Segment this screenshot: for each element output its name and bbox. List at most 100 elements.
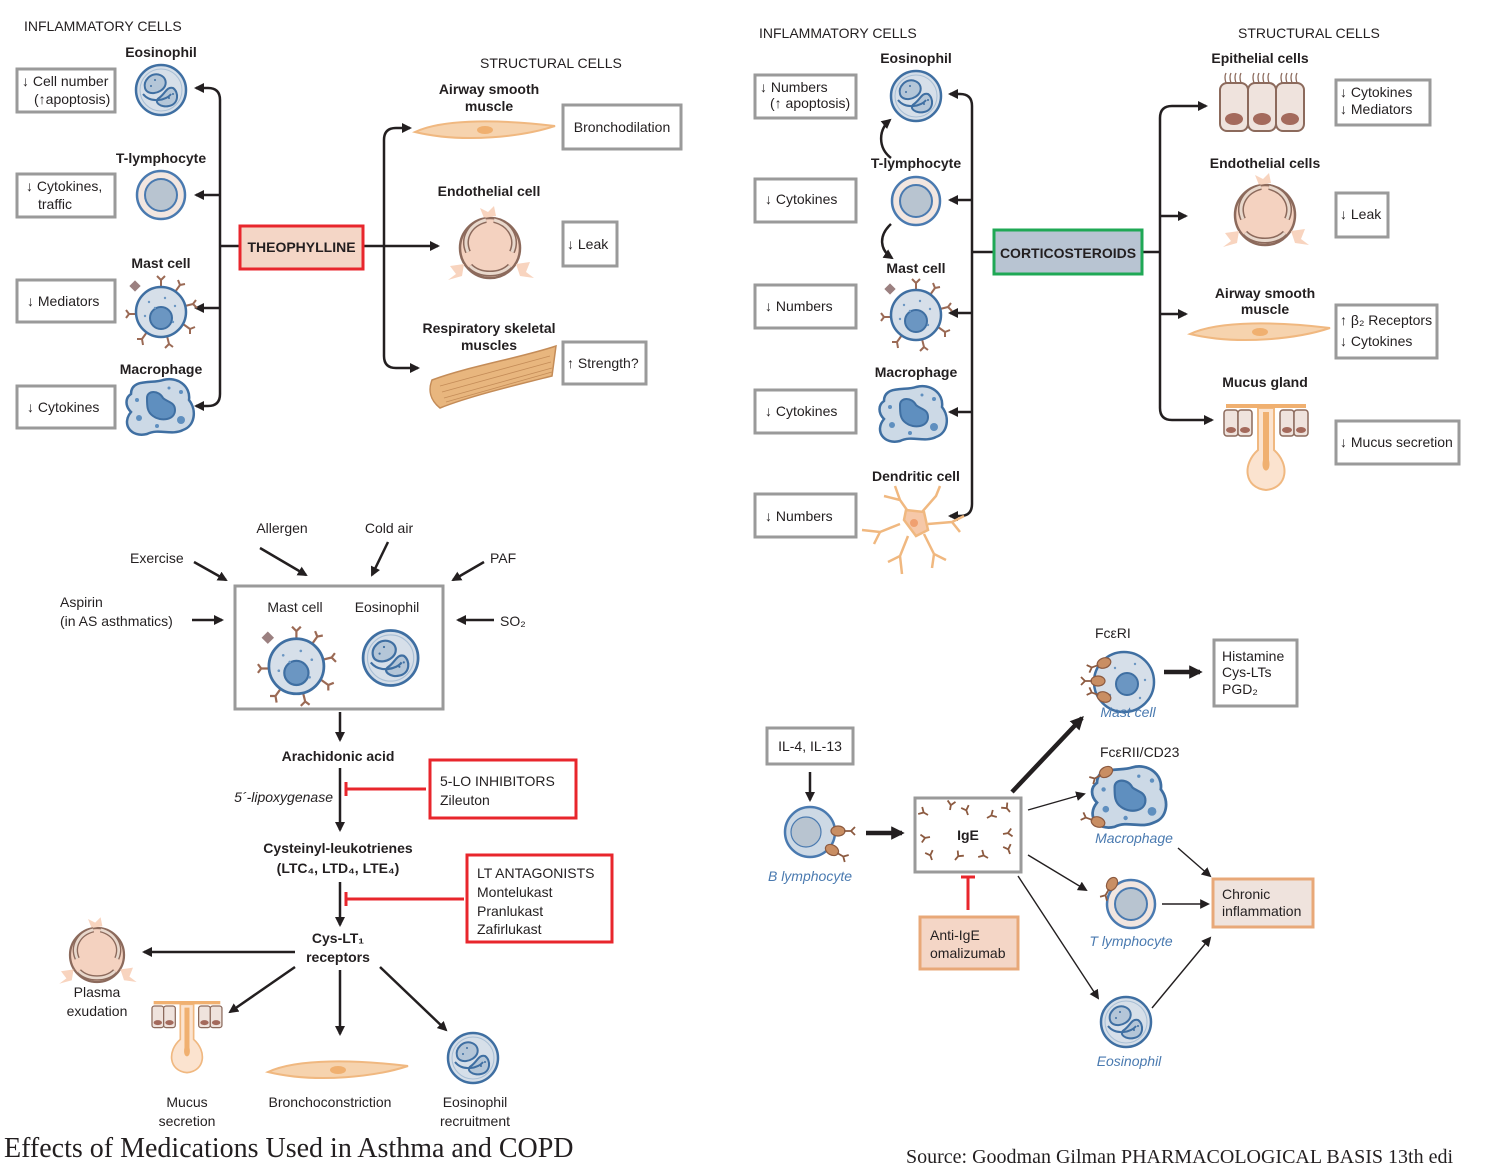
cell-label-respiratory-muscles: Respiratory skeletal [422,320,555,336]
epithelial-cells-icon [1219,72,1305,132]
lt-antagonists-box [465,853,614,944]
trigger-paf: PAF [490,550,516,566]
cysteinyl-leukotrienes-label: Cysteinyl-leukotrienes [263,840,413,856]
effect-text: ↓ Mediators [27,293,99,309]
smooth-muscle-icon [267,1060,409,1080]
effect-text: ↓ Cytokines [1340,84,1412,100]
endothelial-cell-icon [448,206,534,280]
mast-cell-icon [1080,650,1156,714]
inhibitor-drug: Zafirlukast [477,921,542,937]
theophylline-label: THEOPHYLLINE [247,239,355,255]
effect-box [1334,303,1439,360]
cell-label-mast-cell: Mast cell [267,599,322,615]
outcome-label: Mucus [166,1094,207,1110]
cell-label-t-lymphocyte: T-lymphocyte [871,155,961,171]
effect-box [561,220,619,268]
cell-label-macrophage: Macrophage [875,364,958,380]
effect-text: ↓ Mediators [1340,101,1412,117]
cell-label-respiratory-muscles: muscles [461,337,517,353]
outcome-label: secretion [159,1113,216,1129]
effect-text: ↓ Cytokines, [26,178,102,194]
effect-text: ↓ Cytokines [27,399,99,415]
theophylline-panel: INFLAMMATORY CELLS STRUCTURAL CELLS THEO… [15,18,683,436]
inhibitor-drug: Montelukast [477,884,553,900]
effect-box [753,388,858,435]
effect-text: ↑ Strength? [567,355,639,371]
cytokines-box [765,726,855,766]
anti-ige-drug: omalizumab [930,945,1006,961]
outcome-label: Bronchoconstriction [269,1094,392,1110]
effect-box [753,177,858,224]
cell-label-eosinophil: Eosinophil [355,599,420,615]
smooth-muscle-icon [1189,322,1331,342]
effect-text: ↓ Cytokines [765,403,837,419]
t-lymphocyte-label: T lymphocyte [1089,933,1172,949]
eosinophil-icon [134,63,188,117]
effect-box [561,103,683,151]
effect-text: ↓ Numbers [765,298,833,314]
chronic-inflammation-box [1211,877,1315,929]
corticosteroids-box [992,228,1144,276]
chronic-inflammation-label: Chronic [1222,886,1270,902]
eosinophil-label: Eosinophil [1097,1053,1162,1069]
ige-label: IgE [957,827,979,843]
anti-ige-box [918,915,1020,971]
trigger-aspirin: Aspirin [60,594,103,610]
endothelial-cell-icon [59,917,136,984]
effect-text: ↓ Numbers [765,508,833,524]
smooth-muscle-icon [414,120,556,140]
cell-label-mast-cell: Mast cell [886,260,945,276]
effect-box [753,283,858,330]
effect-text: ↓ Mucus secretion [1340,434,1453,450]
cell-label-dendritic-cell: Dendritic cell [872,468,960,484]
ige-panel: IL-4, IL-13 B lymphocyte IgE Anti-IgE om… [765,625,1315,1069]
arachidonic-acid-label: Arachidonic acid [282,748,395,764]
mucus-gland-icon [1222,404,1310,492]
outcome-label: exudation [67,1003,128,1019]
effect-box [15,172,117,219]
effect-text: ↓ Numbers [760,79,828,95]
mast-cell-icon [124,274,199,350]
cell-label-endothelial-cell: Endothelial cell [438,183,541,199]
dendritic-cell-icon [861,485,965,575]
corticosteroids-panel: INFLAMMATORY CELLS STRUCTURAL CELLS CORT… [753,25,1461,575]
trigger-exercise: Exercise [130,550,184,566]
5lo-inhibitors-box [428,758,578,820]
receptor-label: receptors [306,949,370,965]
cell-label-epithelial-cells: Epithelial cells [1211,50,1308,66]
effect-text: Bronchodilation [574,119,671,135]
effect-box [15,384,117,430]
effect-box [1334,78,1432,127]
cell-label-airway-smooth-muscle: Airway smooth [439,81,539,97]
cell-label-airway-smooth-muscle: muscle [465,98,513,114]
cell-label-macrophage: Macrophage [120,361,203,377]
chronic-inflammation-label: inflammation [1222,903,1301,919]
trigger-so2: SO₂ [500,613,526,629]
inflammatory-cells-header: INFLAMMATORY CELLS [24,18,182,34]
effect-box [753,492,858,539]
mediator-item: Cys-LTs [1222,664,1272,680]
t-lymphocyte-icon [890,175,942,227]
inhibitor-class: 5-LO INHIBITORS [440,773,555,789]
mast-cell-icon [879,277,954,353]
effect-text: (↑apoptosis) [34,91,110,107]
inflammatory-cells-header: INFLAMMATORY CELLS [759,25,917,41]
cell-label-eosinophil: Eosinophil [880,50,952,66]
trigger-cold-air: Cold air [365,520,414,536]
effect-box [561,340,648,386]
theophylline-box [238,224,365,271]
fceri-label: FcεRI [1095,625,1131,641]
mucus-gland-icon [150,1001,224,1075]
anti-ige-label: Anti-IgE [930,927,980,943]
effect-box [15,67,117,114]
trigger-aspirin: (in AS asthmatics) [60,613,173,629]
macrophage-icon [878,384,949,443]
inhibitor-drug: Pranlukast [477,903,543,919]
mast-cell-label: Mast cell [1100,704,1156,720]
cell-label-eosinophil: Eosinophil [125,44,197,60]
structural-cells-header: STRUCTURAL CELLS [1238,25,1380,41]
mediator-item: Histamine [1222,648,1284,664]
inhibitor-class: LT ANTAGONISTS [477,865,594,881]
cell-label-endothelial-cells: Endothelial cells [1210,155,1321,171]
